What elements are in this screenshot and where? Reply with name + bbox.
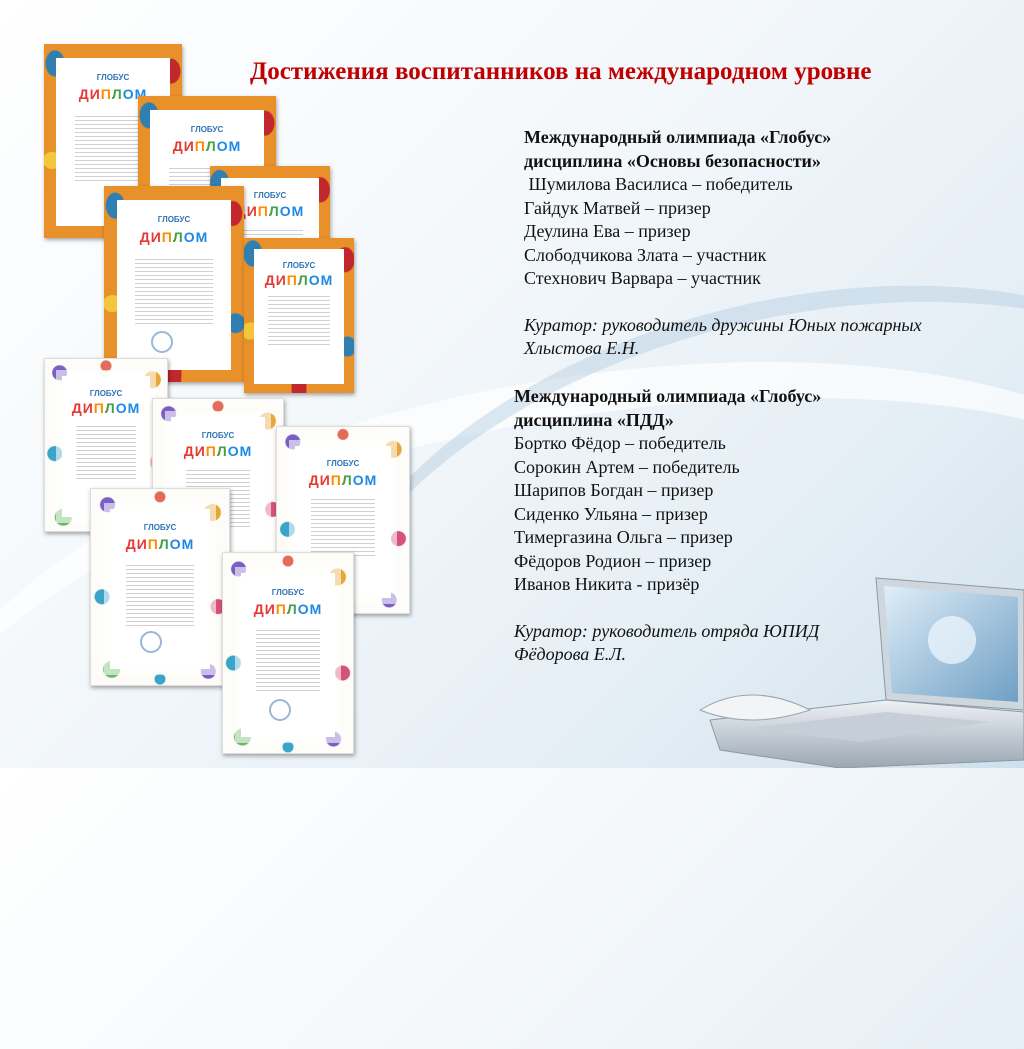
diploma-image: ГЛОБУС ДИПЛОМ [90,488,230,686]
block-heading: Международный олимпиада «Глобус» [514,386,822,406]
olympiad-safety-block: Международный олимпиада «Глобус» дисципл… [524,126,984,361]
diploma-logo: ГЛОБУС [96,72,130,82]
diploma-logo: ГЛОБУС [253,191,287,201]
list-item: Шумилова Василиса – победитель [524,174,793,194]
list-item: Слободчикова Злата – участник [524,244,767,265]
globe-icon [928,616,976,664]
list-item: Деулина Ева – призер [524,221,691,241]
diploma-seal [151,331,174,354]
diploma-seal [269,698,292,721]
olympiad-traffic-block: Международный олимпиада «Глобус» дисципл… [514,385,994,667]
diploma-word: ДИПЛОМ [183,443,253,460]
list-item: Бортко Фёдор – победитель [514,433,726,453]
diploma-text-lines [256,627,320,693]
diploma-text-lines [268,293,330,348]
curator-name: Фёдорова Е.Л. [514,644,626,664]
curator-line: Куратор: руководитель отряда ЮПИД [514,620,820,641]
diploma-text-lines [126,561,194,626]
diploma-image: ГЛОБУС ДИПЛОМ [104,186,244,382]
diploma-logo: ГЛОБУС [271,587,305,597]
diploma-word: ДИПЛОМ [264,271,334,288]
list-item: Тимергазина Ольга – призер [514,527,733,547]
diploma-word: ДИПЛОМ [308,471,378,488]
diploma-text-lines [76,422,136,480]
diploma-logo: ГЛОБУС [326,459,360,469]
diploma-image: ГЛОБУС ДИПЛОМ [244,238,354,393]
diploma-word: ДИПЛОМ [125,535,195,552]
laptop-illustration [698,577,1024,768]
page-title: Достижения воспитанников на международно… [250,58,872,85]
diploma-logo: ГЛОБУС [190,124,224,134]
diploma-logo: ГЛОБУС [89,388,123,398]
diploma-seal [140,631,163,654]
block-discipline: дисциплина «ПДД» [514,409,674,430]
diploma-word: ДИПЛОМ [139,228,209,245]
list-item: Сорокин Артем – победитель [514,456,740,477]
diploma-logo: ГЛОБУС [282,260,316,270]
diploma-image: ГЛОБУС ДИПЛОМ [222,552,354,754]
curator-name: Хлыстова Е.Н. [524,338,640,358]
curator-line: Куратор: руководитель дружины Юных пожар… [524,314,922,335]
list-item: Фёдоров Родион – призер [514,550,712,571]
list-item: Сиденко Ульяна – призер [514,503,708,524]
block-discipline: дисциплина «Основы безопасности» [524,150,821,171]
book-icon [698,694,812,721]
diploma-word: ДИПЛОМ [71,400,141,417]
list-item: Шарипов Богдан – призер [514,480,714,500]
list-item: Стехнович Варвара – участник [524,268,761,288]
diploma-text-lines [310,495,376,557]
diploma-logo: ГЛОБУС [143,523,177,533]
diploma-logo: ГЛОБУС [201,430,235,440]
list-item: Гайдук Матвей – призер [524,197,711,218]
list-item: Иванов Никита - призёр [514,574,700,594]
block-heading: Международный олимпиада «Глобус» [524,127,832,147]
diploma-text-lines [134,255,214,325]
diploma-logo: ГЛОБУС [157,215,191,225]
diploma-word: ДИПЛОМ [253,600,323,617]
diploma-word: ДИПЛОМ [172,138,242,155]
